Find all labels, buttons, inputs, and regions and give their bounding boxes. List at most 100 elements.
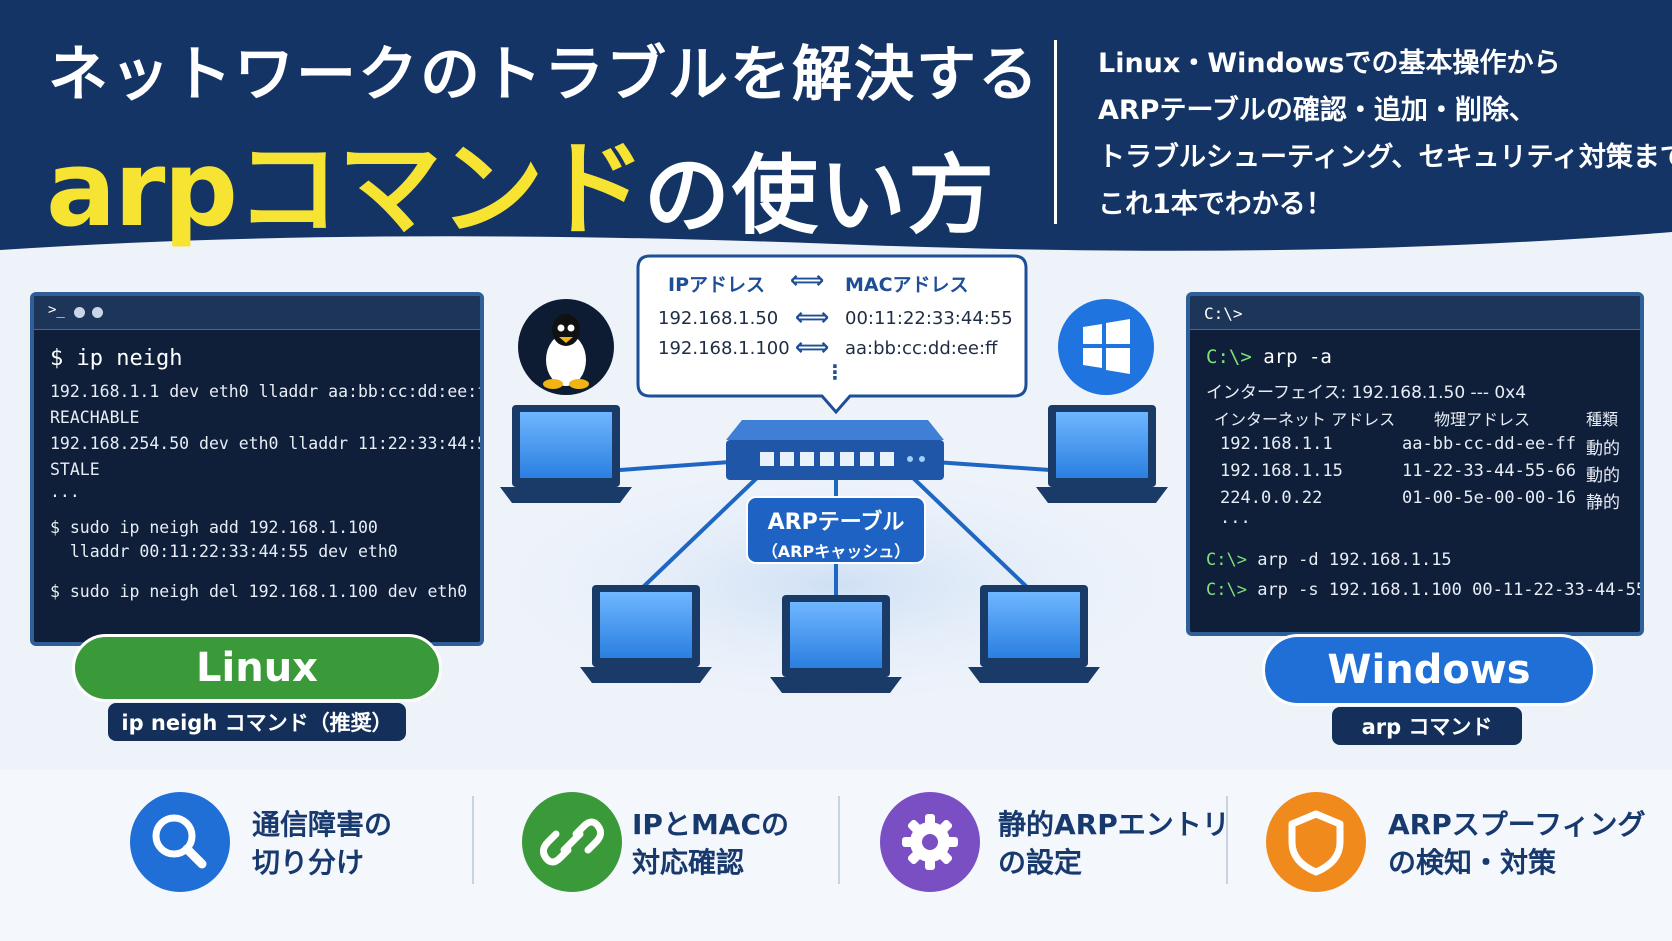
title-arp-command: arpコマンド (46, 128, 646, 250)
arp-table-label: ARPテーブル (767, 510, 905, 535)
prompt-symbol: C:\> (1206, 580, 1247, 600)
bubble-ip-value: 192.168.1.50 (658, 308, 779, 329)
linux-label: Linux (72, 634, 442, 702)
feature-text: 通信障害の 切り分け (252, 806, 392, 882)
table-cell: 224.0.0.22 (1220, 488, 1323, 508)
arp-table-sublabel: （ARPキャッシュ） (761, 542, 911, 561)
feature-line: 切り分け (252, 846, 365, 879)
table-cell: 192.168.1.1 (1220, 434, 1333, 454)
header-background (0, 0, 1672, 251)
terminal-command: C:\> arp -d 192.168.1.15 (1206, 550, 1452, 570)
bubble-more: ⋮ (825, 360, 845, 384)
terminal-command: $ sudo ip neigh del 192.168.1.100 dev et… (50, 582, 467, 601)
prompt-symbol: C:\> (1206, 550, 1247, 570)
prompt-symbol: C:\> (1206, 346, 1252, 368)
laptop-icon (1036, 405, 1168, 503)
feature-icon-circle (522, 792, 622, 892)
description-line: Linux・Windowsでの基本操作から (1098, 48, 1561, 79)
prompt-symbol: $ (50, 518, 60, 537)
windows-label: Windows (1262, 634, 1596, 706)
laptop-icon (580, 585, 712, 683)
title-usage: の使い方 (643, 146, 996, 246)
windows-sublabel: arp コマンド (1332, 707, 1522, 745)
terminal-titlebar: >_ (34, 296, 480, 330)
arp-table-badge: ARPテーブル （ARPキャッシュ） (746, 496, 926, 564)
bubble-ip-header: IPアドレス (668, 274, 765, 296)
terminal-output: 192.168.254.50 dev eth0 lladdr 11:22:33:… (50, 434, 484, 453)
window-dot-icon (92, 307, 103, 318)
window-dot-icon (74, 307, 85, 318)
bubble-mac-value: 00:11:22:33:44:55 (845, 308, 1013, 329)
bubble-mac-header: MACアドレス (845, 274, 969, 296)
feature-divider (472, 796, 474, 884)
prompt-symbol: $ (50, 346, 64, 371)
prompt-symbol: $ (50, 582, 60, 601)
gear-icon (902, 814, 958, 870)
bubble-mac-value: aa:bb:cc:dd:ee:ff (845, 338, 998, 359)
laptop-icon (500, 405, 632, 503)
terminal-output: ... (1220, 508, 1251, 528)
terminal-command: C:\> arp -a (1206, 346, 1332, 368)
laptop-icon (770, 595, 902, 693)
feature-icon-circle (1266, 792, 1366, 892)
feature-bar: 通信障害の 切り分け IPとMACの 対応確認 (0, 770, 1672, 941)
feature-icon-circle (880, 792, 980, 892)
terminal-command: $ sudo ip neigh add 192.168.1.100 (50, 518, 378, 537)
search-icon (152, 814, 207, 869)
title-line-2: arpコマンドの使い方 (46, 104, 996, 255)
table-cell: 192.168.1.15 (1220, 461, 1343, 481)
linux-terminal: >_ $ ip neigh 192.168.1.1 dev eth0 lladd… (30, 292, 484, 646)
terminal-output: lladdr 00:11:22:33:44:55 dev eth0 (50, 542, 398, 561)
table-cell: 動的 (1586, 466, 1620, 486)
terminal-prompt-icon: >_ (48, 302, 65, 318)
table-cell: 01-00-5e-00-00-16 (1402, 488, 1576, 508)
terminal-output: STALE (50, 460, 100, 479)
feature-text: IPとMACの 対応確認 (632, 806, 789, 882)
command-text: sudo ip neigh del 192.168.1.100 dev eth0 (69, 582, 468, 601)
bubble-arrow: ⟺ (795, 303, 830, 331)
description-line: ARPテーブルの確認・追加・削除、 (1098, 95, 1536, 126)
mapping-bubble (636, 254, 1028, 415)
feature-line: の設定 (998, 846, 1083, 879)
command-text: arp -s 192.168.1.100 00-11-22-33-44-55 (1257, 580, 1644, 600)
linux-tux-icon (518, 299, 614, 395)
laptop-icon (968, 585, 1100, 683)
feature-divider (1226, 796, 1228, 884)
feature-icon-circle (130, 792, 230, 892)
bubble-ip-value: 192.168.1.100 (658, 338, 790, 359)
description-line: これ1本でわかる！ (1098, 189, 1333, 220)
feature-line: 静的ARPエントリ (998, 808, 1230, 841)
linux-sublabel: ip neigh コマンド（推奨） (108, 703, 406, 741)
column-header: 物理アドレス (1434, 410, 1531, 429)
windows-logo-icon (1058, 299, 1154, 395)
feature-line: IPとMACの (632, 808, 790, 841)
feature-line: 通信障害の (252, 808, 393, 841)
header-banner: ネットワークのトラブルを解決する arpコマンドの使い方 Linux・Windo… (0, 0, 1672, 260)
command-text: arp -a (1263, 346, 1332, 368)
table-cell: 静的 (1586, 493, 1620, 513)
column-header: 種類 (1586, 410, 1619, 429)
header-divider (1054, 40, 1057, 224)
command-text: sudo ip neigh add 192.168.1.100 (69, 518, 378, 537)
terminal-command: C:\> arp -s 192.168.1.100 00-11-22-33-44… (1206, 580, 1644, 600)
terminal-output: ... (50, 482, 80, 501)
network-links (619, 460, 1051, 600)
table-cell: 動的 (1586, 439, 1620, 459)
command-text: ip neigh (76, 346, 183, 371)
terminal-output: REACHABLE (50, 408, 140, 427)
shield-icon (1288, 810, 1344, 876)
command-text: arp -d 192.168.1.15 (1257, 550, 1452, 570)
link-icon (539, 818, 605, 866)
feature-text: ARPスプーフィング の検知・対策 (1388, 806, 1646, 882)
network-switch-icon (726, 420, 944, 480)
terminal-output: 192.168.1.1 dev eth0 lladdr aa:bb:cc:dd:… (50, 382, 484, 401)
feature-text: 静的ARPエントリ の設定 (998, 806, 1230, 882)
windows-terminal: C:\> C:\> arp -a インターフェイス: 192.168.1.50 … (1186, 292, 1644, 636)
feature-line: の検知・対策 (1388, 846, 1557, 879)
terminal-command: $ ip neigh (50, 346, 182, 371)
terminal-output: インターフェイス: 192.168.1.50 --- 0x4 (1206, 383, 1527, 403)
table-cell: 11-22-33-44-55-66 (1402, 461, 1576, 481)
feature-line: ARPスプーフィング (1388, 808, 1646, 841)
feature-divider (838, 796, 840, 884)
